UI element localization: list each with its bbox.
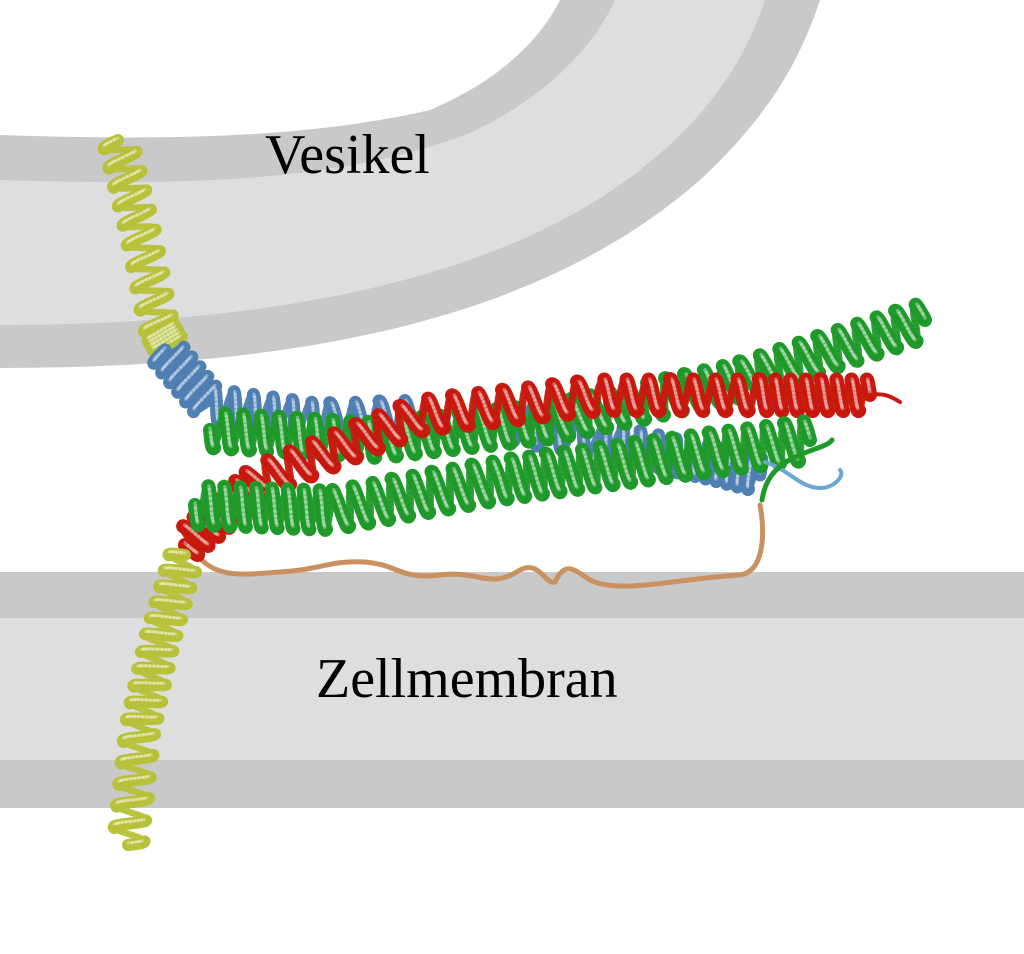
membrane-anchor-helix <box>107 547 203 851</box>
vesicle-label: Vesikel <box>265 124 430 186</box>
membrane-label: Zellmembran <box>316 648 618 710</box>
vesicle-membrane <box>0 0 820 368</box>
helix-bundle <box>97 134 932 851</box>
blue-tail <box>763 460 844 491</box>
synaptobrevin-helix <box>97 134 188 357</box>
red-tail <box>868 392 902 404</box>
vesicle-membrane-inner <box>0 0 765 325</box>
green-tail <box>759 437 835 503</box>
linker-loop <box>187 502 766 589</box>
